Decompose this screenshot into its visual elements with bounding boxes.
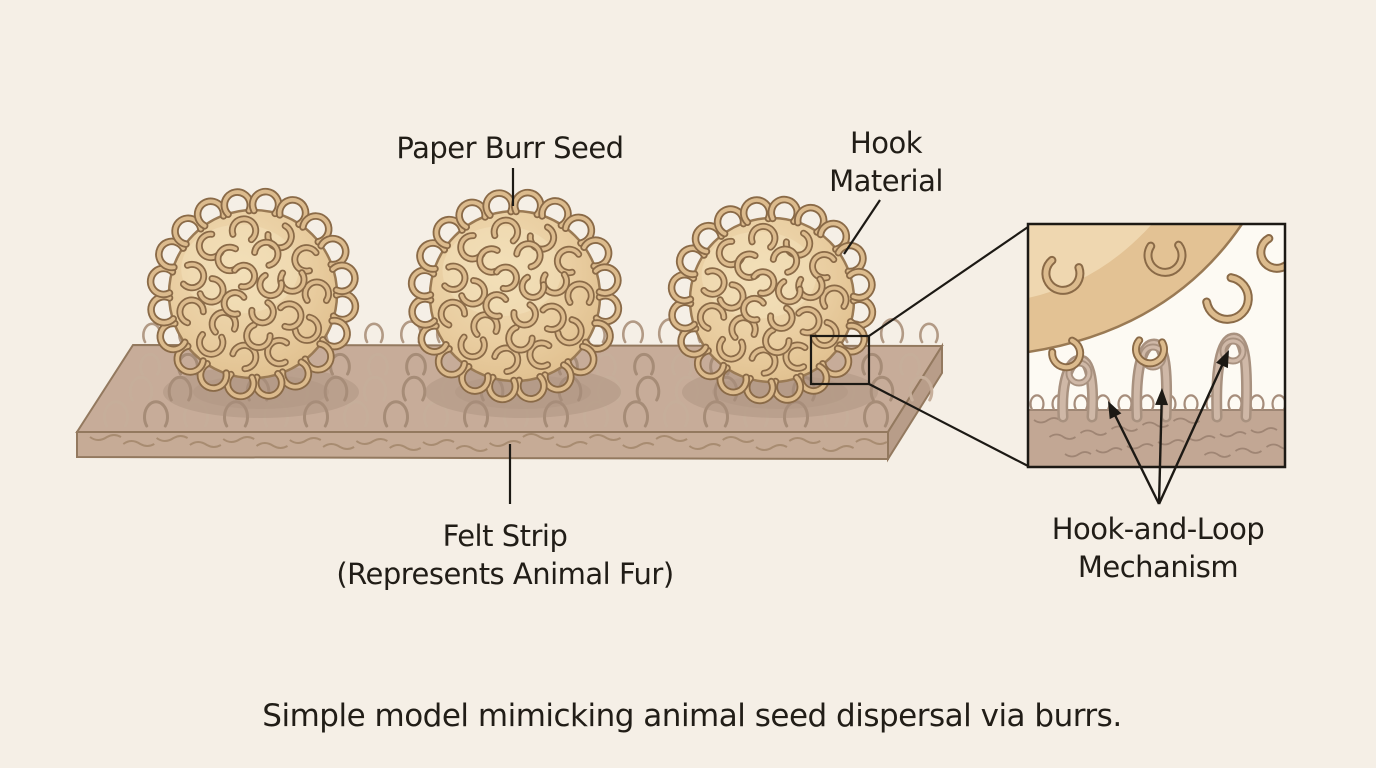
- label-felt-strip: Felt Strip (Represents Animal Fur): [336, 517, 674, 593]
- inset-panel: [1026, 222, 1287, 469]
- caption-text: Simple model mimicking animal seed dispe…: [262, 698, 1122, 734]
- label-hook-material-line2: Material: [829, 164, 943, 198]
- label-paper-burr-seed-text: Paper Burr Seed: [396, 131, 624, 165]
- burr-seeds: [146, 187, 878, 418]
- label-hook-material-line1: Hook: [849, 126, 923, 160]
- caption: Simple model mimicking animal seed dispe…: [262, 696, 1122, 736]
- label-felt-strip-line2: (Represents Animal Fur): [336, 557, 674, 591]
- label-hook-and-loop: Hook-and-Loop Mechanism: [1052, 510, 1265, 586]
- label-paper-burr-seed: Paper Burr Seed: [396, 129, 624, 167]
- label-hook-and-loop-line2: Mechanism: [1077, 550, 1239, 584]
- label-felt-strip-line1: Felt Strip: [442, 519, 568, 553]
- annotation-lines: [508, 168, 1029, 504]
- mechanism-arrows: [1108, 350, 1229, 505]
- label-hook-and-loop-line1: Hook-and-Loop: [1051, 512, 1265, 546]
- label-hook-material: Hook Material: [829, 124, 943, 200]
